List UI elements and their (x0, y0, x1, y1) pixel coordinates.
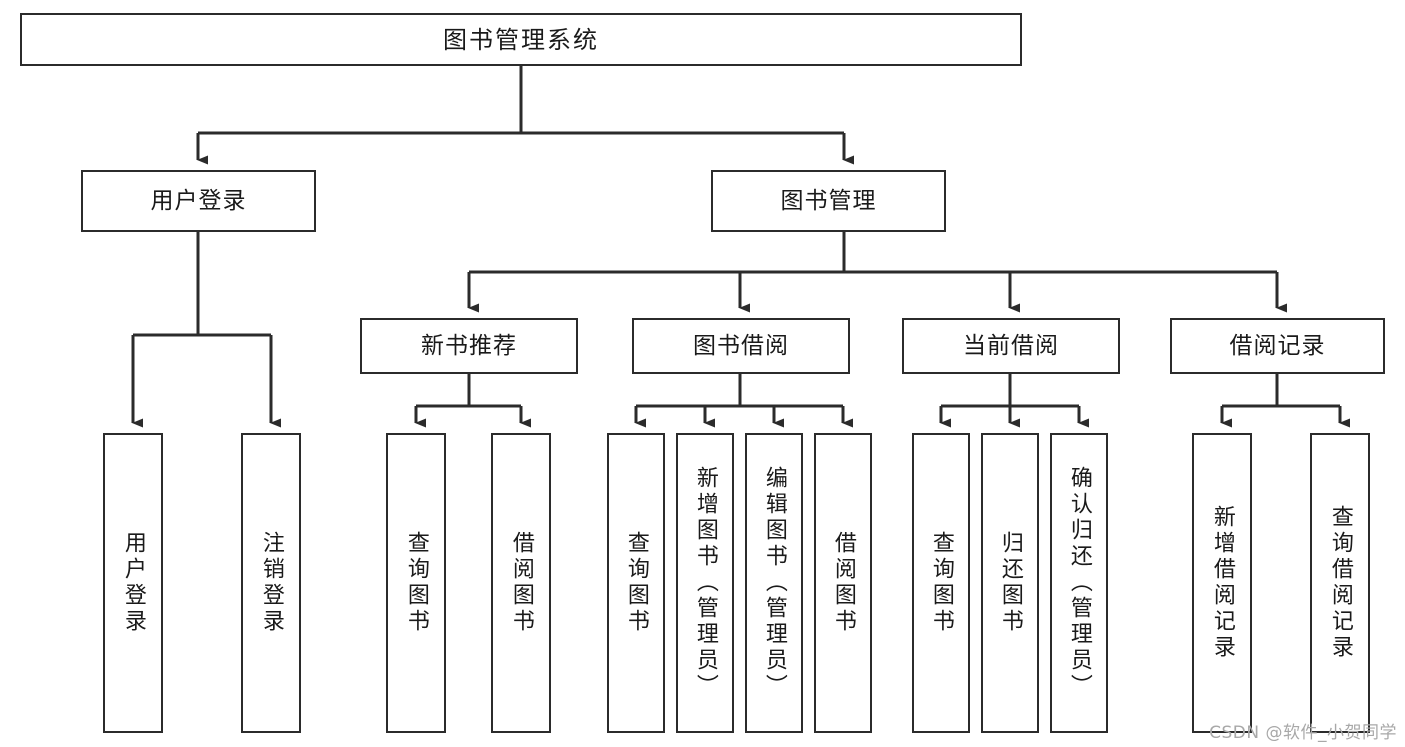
node-book-management-label: 图书管理 (780, 187, 877, 214)
node-leaf-borrow-book-2-label: 借阅图书 (830, 531, 856, 635)
node-leaf-confirm-return[interactable]: 确认归还（管理员） (1050, 433, 1108, 733)
node-leaf-query-book-1-label: 查询图书 (403, 531, 429, 635)
node-leaf-add-book-label: 新增图书（管理员） (692, 466, 718, 700)
csdn-watermark: CSDN @软件_小贺同学 (1209, 723, 1397, 743)
node-user-login-label: 用户登录 (150, 187, 247, 214)
node-current-borrow[interactable]: 当前借阅 (902, 318, 1120, 374)
node-leaf-query-book-2-label: 查询图书 (623, 531, 649, 635)
node-leaf-logout[interactable]: 注销登录 (241, 433, 301, 733)
node-book-borrow-label: 图书借阅 (693, 332, 789, 359)
node-leaf-confirm-return-label: 确认归还（管理员） (1066, 466, 1092, 700)
node-leaf-query-record[interactable]: 查询借阅记录 (1310, 433, 1370, 733)
node-leaf-user-login-label: 用户登录 (120, 531, 146, 635)
node-book-management[interactable]: 图书管理 (711, 170, 946, 232)
node-leaf-borrow-book-1-label: 借阅图书 (508, 531, 534, 635)
node-root[interactable]: 图书管理系统 (20, 13, 1022, 66)
node-book-borrow[interactable]: 图书借阅 (632, 318, 850, 374)
node-leaf-query-book-3-label: 查询图书 (928, 531, 954, 635)
node-leaf-add-record-label: 新增借阅记录 (1209, 505, 1235, 661)
node-leaf-add-record[interactable]: 新增借阅记录 (1192, 433, 1252, 733)
node-leaf-query-book-2[interactable]: 查询图书 (607, 433, 665, 733)
node-leaf-edit-book-label: 编辑图书（管理员） (761, 466, 787, 700)
node-root-label: 图书管理系统 (443, 25, 599, 54)
node-leaf-return-book[interactable]: 归还图书 (981, 433, 1039, 733)
node-borrow-records[interactable]: 借阅记录 (1170, 318, 1385, 374)
node-leaf-query-book-1[interactable]: 查询图书 (386, 433, 446, 733)
node-new-book-recommend[interactable]: 新书推荐 (360, 318, 578, 374)
node-borrow-records-label: 借阅记录 (1229, 332, 1326, 359)
node-user-login[interactable]: 用户登录 (81, 170, 316, 232)
node-leaf-query-book-3[interactable]: 查询图书 (912, 433, 970, 733)
node-current-borrow-label: 当前借阅 (963, 332, 1059, 359)
node-leaf-edit-book[interactable]: 编辑图书（管理员） (745, 433, 803, 733)
node-leaf-query-record-label: 查询借阅记录 (1327, 505, 1353, 661)
node-leaf-return-book-label: 归还图书 (997, 531, 1023, 635)
node-leaf-borrow-book-2[interactable]: 借阅图书 (814, 433, 872, 733)
node-new-book-recommend-label: 新书推荐 (421, 332, 517, 359)
node-leaf-logout-label: 注销登录 (258, 531, 284, 635)
node-leaf-user-login[interactable]: 用户登录 (103, 433, 163, 733)
node-leaf-add-book[interactable]: 新增图书（管理员） (676, 433, 734, 733)
node-leaf-borrow-book-1[interactable]: 借阅图书 (491, 433, 551, 733)
